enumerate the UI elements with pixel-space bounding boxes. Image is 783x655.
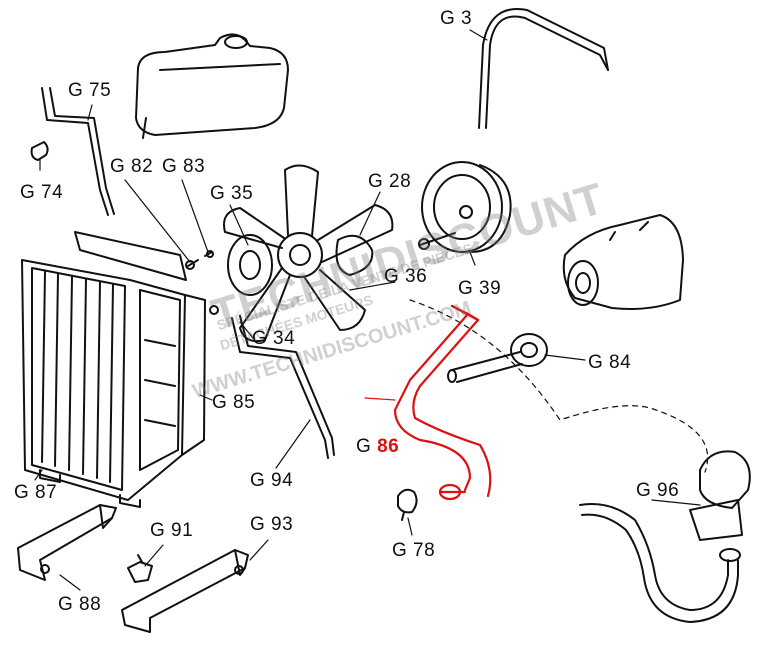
sensor-g74	[30, 141, 49, 161]
label-g75: G 75	[68, 80, 112, 101]
label-g34: G 34	[252, 328, 296, 349]
label-g86-number: 86	[377, 436, 400, 457]
label-g3: G 3	[440, 8, 473, 29]
fitting-g91	[127, 554, 153, 583]
radiator	[21, 231, 206, 501]
bolts-g82-g83	[185, 250, 214, 270]
hose-g96	[579, 450, 751, 623]
label-g74: G 74	[20, 182, 64, 203]
fan	[223, 164, 394, 343]
water-pump	[562, 214, 684, 310]
fan-belt	[478, 8, 609, 129]
bracket-g75	[41, 87, 115, 216]
label-g82: G 82	[110, 156, 154, 177]
bracket-g88	[17, 504, 117, 581]
hose-g86-highlighted	[364, 304, 492, 501]
label-g83: G 83	[162, 156, 206, 177]
label-g91: G 91	[150, 520, 194, 541]
lower-mounts-g87	[39, 469, 141, 508]
label-g87: G 87	[14, 482, 58, 503]
label-g86: G 86	[356, 436, 399, 458]
label-g94: G 94	[250, 470, 294, 491]
label-g88: G 88	[58, 594, 102, 615]
leader-lines	[34, 29, 701, 591]
pulley-g35	[227, 234, 273, 296]
label-g35: G 35	[210, 183, 254, 204]
pulley-g39	[418, 161, 512, 253]
label-g28: G 28	[368, 171, 412, 192]
label-g93: G 93	[250, 514, 294, 535]
label-g86-prefix: G	[356, 436, 372, 457]
label-g39: G 39	[458, 278, 502, 299]
label-g36: G 36	[384, 266, 428, 287]
dashed-leader	[409, 299, 709, 473]
label-g84: G 84	[588, 352, 632, 373]
clamp-g78	[397, 488, 418, 521]
label-g96: G 96	[636, 480, 680, 501]
hub-g28	[335, 234, 374, 276]
bracket-g94	[209, 305, 335, 459]
bracket-g93	[121, 549, 249, 633]
label-g85: G 85	[212, 392, 256, 413]
expansion-tank	[135, 33, 289, 139]
pipe-g84	[447, 333, 548, 383]
label-g78: G 78	[392, 540, 436, 561]
